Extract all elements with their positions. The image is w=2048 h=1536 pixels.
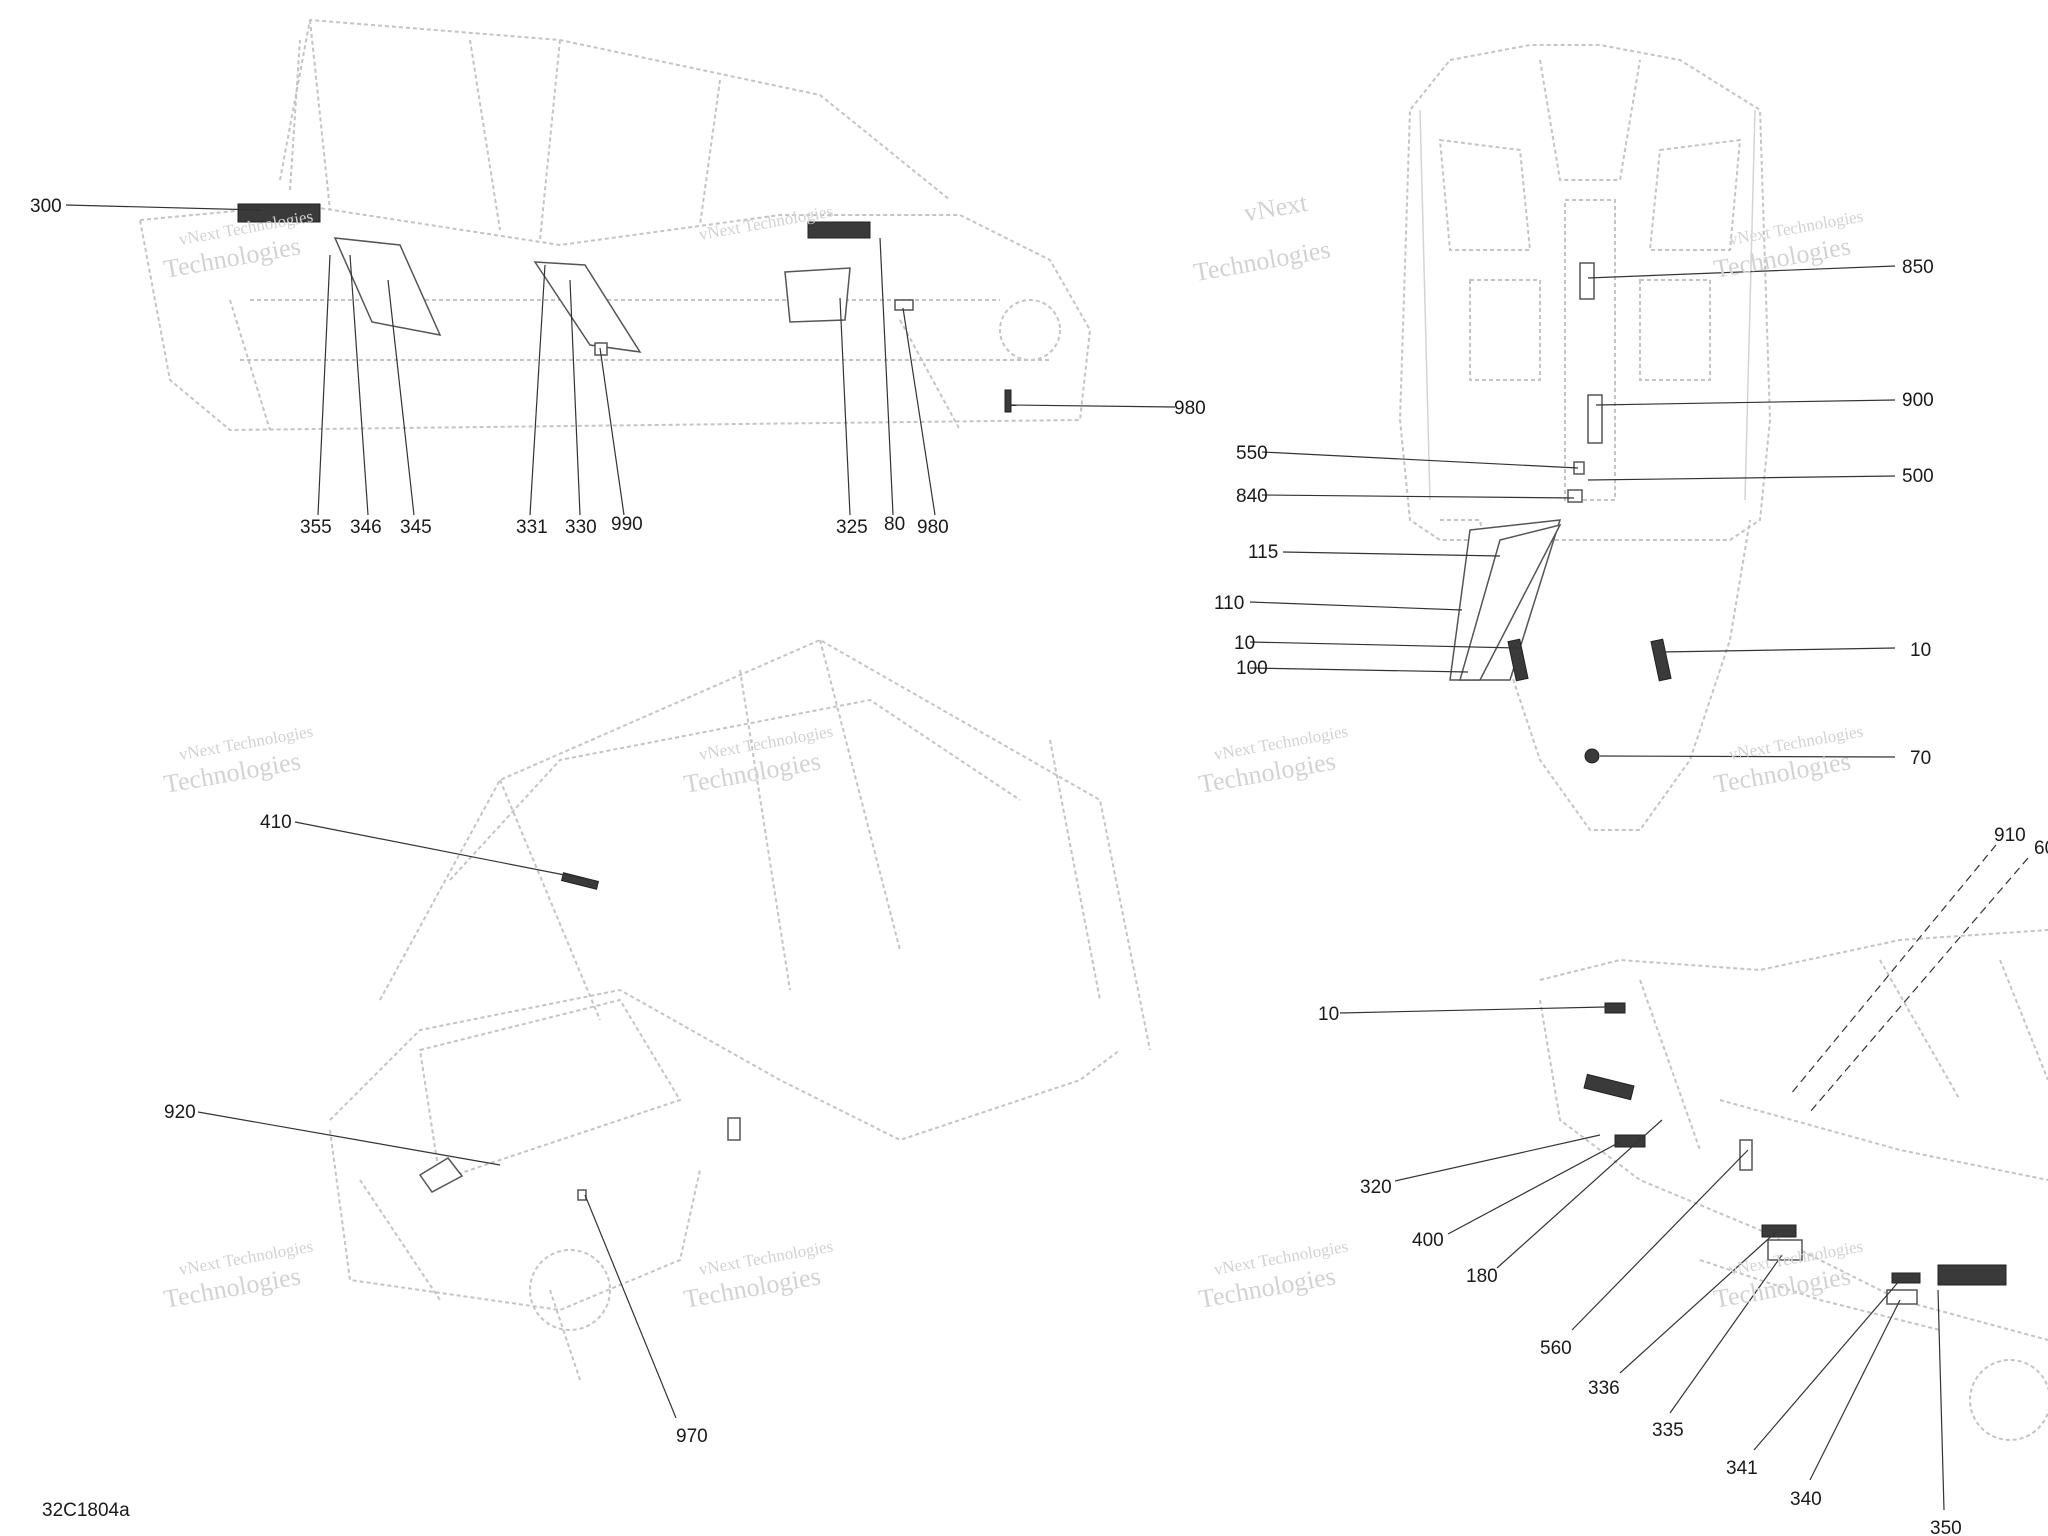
decal-850 <box>1579 262 1595 300</box>
svg-text:Technologies: Technologies <box>1191 235 1332 288</box>
callout-10-right: 10 <box>1910 640 1931 661</box>
callout-60: 60 <box>2034 838 2048 859</box>
decal-980-b <box>1004 389 1012 413</box>
callout-300: 300 <box>30 196 62 217</box>
callout-560: 560 <box>1540 1338 1572 1359</box>
decal-560 <box>1739 1139 1753 1171</box>
callout-110: 110 <box>1214 593 1244 614</box>
decal-970 <box>577 1189 587 1201</box>
callout-341: 341 <box>1726 1458 1758 1479</box>
watermark: vNext Technologies Technologies <box>1712 722 1865 799</box>
decal-10-rear <box>1604 1002 1626 1014</box>
drawing-reference-code: 32C1804a <box>42 1500 130 1521</box>
callout-350: 350 <box>1930 1518 1962 1536</box>
watermark: vNext Technologies Technologies <box>682 722 835 799</box>
decal-front-misc <box>727 1117 741 1141</box>
callout-115: 115 <box>1248 542 1278 563</box>
decal-300 <box>237 203 321 223</box>
callout-10-rear: 10 <box>1318 1004 1339 1025</box>
watermark: vNext Technologies <box>1191 188 1332 288</box>
decal-10-left <box>1507 638 1529 682</box>
top-view-leaders <box>1249 265 1896 758</box>
decal-350 <box>1937 1264 2007 1286</box>
callout-400: 400 <box>1412 1230 1444 1251</box>
callout-340: 340 <box>1790 1489 1822 1510</box>
callout-346: 346 <box>350 517 382 538</box>
callout-80: 80 <box>884 514 905 535</box>
decal-330 <box>533 261 642 353</box>
callout-180: 180 <box>1466 1266 1498 1287</box>
decal-341 <box>1891 1272 1921 1284</box>
callout-850: 850 <box>1902 257 1934 278</box>
callout-500: 500 <box>1902 466 1934 487</box>
decal-400 <box>1614 1134 1646 1148</box>
front-quarter-view-leaders <box>197 821 677 1419</box>
side-view-callouts: 300 355 346 345 331 330 990 325 80 980 9… <box>30 196 1206 538</box>
watermark: vNext Technologies Technologies <box>1712 207 1865 284</box>
callout-325: 325 <box>836 517 868 538</box>
callout-410: 410 <box>260 812 292 833</box>
callout-345: 345 <box>400 517 432 538</box>
watermark: vNext Technologies Technologies <box>162 1237 315 1314</box>
top-view-callouts: 850 900 550 500 840 115 110 10 10 100 70 <box>1214 257 1934 769</box>
front-quarter-view-vehicle <box>329 638 1151 1381</box>
callout-335: 335 <box>1652 1420 1684 1441</box>
side-view-vehicle <box>138 18 1092 432</box>
callout-330: 330 <box>565 517 597 538</box>
callout-920: 920 <box>164 1102 196 1123</box>
side-view-leaders <box>65 204 1176 516</box>
watermark: vNext Technologies Technologies <box>1197 722 1350 799</box>
rear-quarter-view-vehicle <box>1539 929 2048 1441</box>
rear-quarter-view-callouts: 910 60 10 320 400 180 560 336 335 341 34… <box>1318 825 2048 1536</box>
decal-10-right <box>1650 638 1672 682</box>
callout-336: 336 <box>1588 1378 1620 1399</box>
callout-900: 900 <box>1902 390 1934 411</box>
decal-920 <box>418 1157 464 1193</box>
callout-980-bottom: 980 <box>917 517 949 538</box>
decal-336 <box>1761 1224 1797 1238</box>
callout-980-right: 980 <box>1174 398 1206 419</box>
callout-550: 550 <box>1236 443 1268 464</box>
top-view-vehicle <box>1398 44 1772 831</box>
decal-340 <box>1886 1289 1918 1305</box>
decal-840 <box>1567 489 1583 503</box>
decal-900 <box>1587 394 1603 444</box>
decal-410 <box>560 872 600 890</box>
svg-text:vNext: vNext <box>1242 188 1310 228</box>
decal-335 <box>1767 1239 1803 1261</box>
callout-355: 355 <box>300 517 332 538</box>
callout-331: 331 <box>516 517 548 538</box>
callout-10-left: 10 <box>1234 633 1255 654</box>
watermark: vNext Technologies Technologies <box>1197 1237 1350 1314</box>
callout-970: 970 <box>676 1426 708 1447</box>
decal-980-a <box>894 299 914 311</box>
callout-70: 70 <box>1910 748 1931 769</box>
decal-80 <box>807 221 871 239</box>
decal-100 <box>1459 523 1562 681</box>
callout-910: 910 <box>1994 825 2026 846</box>
watermark: vNext Technologies Technologies <box>162 722 315 799</box>
decal-325 <box>784 267 851 323</box>
callout-840: 840 <box>1236 486 1268 507</box>
rear-quarter-view-leaders <box>1339 844 2029 1511</box>
decal-320 <box>1583 1073 1635 1101</box>
callout-320: 320 <box>1360 1177 1392 1198</box>
decal-70 <box>1584 748 1600 764</box>
callout-100: 100 <box>1236 658 1268 679</box>
callout-990: 990 <box>611 514 643 535</box>
front-quarter-view-callouts: 410 920 970 <box>164 812 708 1447</box>
watermark: vNext Technologies Technologies <box>682 1237 835 1314</box>
decal-345 <box>333 237 442 337</box>
